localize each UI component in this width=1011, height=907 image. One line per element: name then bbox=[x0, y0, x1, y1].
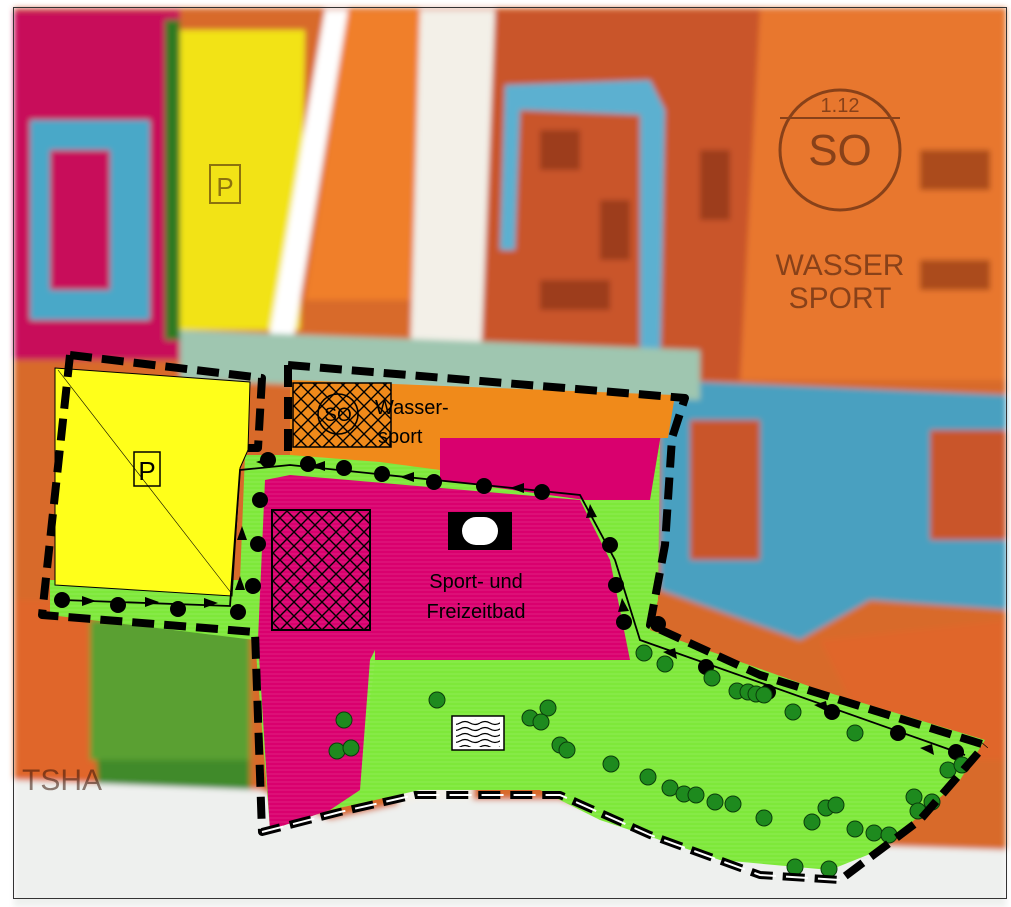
map-frame bbox=[13, 7, 1007, 899]
hatched-building bbox=[271, 509, 371, 631]
wassersport-label-line2: sport bbox=[378, 426, 423, 448]
bg-so-symbol: SO bbox=[808, 126, 872, 175]
parking-symbol-box bbox=[133, 451, 161, 487]
background-lettering: 1.12 SO WASSER SPORT P TSHA bbox=[22, 88, 905, 797]
parking-symbol: P bbox=[138, 456, 155, 486]
plan-boundary-inner bbox=[261, 794, 841, 881]
tree-symbols bbox=[328, 644, 971, 878]
wassersport-label-line1: Wasser- bbox=[375, 397, 449, 419]
bath-label-line1: Sport- und bbox=[429, 571, 522, 593]
so-label: SO bbox=[324, 405, 351, 426]
bg-text-left: TSHA bbox=[22, 764, 102, 797]
bg-wasser-label: WASSER bbox=[776, 249, 905, 282]
black-dots bbox=[54, 452, 964, 760]
bg-so-number: 1.12 bbox=[821, 95, 860, 117]
parking-area bbox=[54, 367, 251, 597]
bg-sport-label: SPORT bbox=[789, 282, 892, 315]
swimming-pool-icon bbox=[448, 512, 512, 550]
bg-parking-label: P bbox=[216, 172, 233, 202]
so-symbol: SO bbox=[317, 393, 359, 435]
water-symbol-icon bbox=[451, 715, 505, 751]
bath-label-line2: Freizeitbad bbox=[427, 601, 526, 623]
